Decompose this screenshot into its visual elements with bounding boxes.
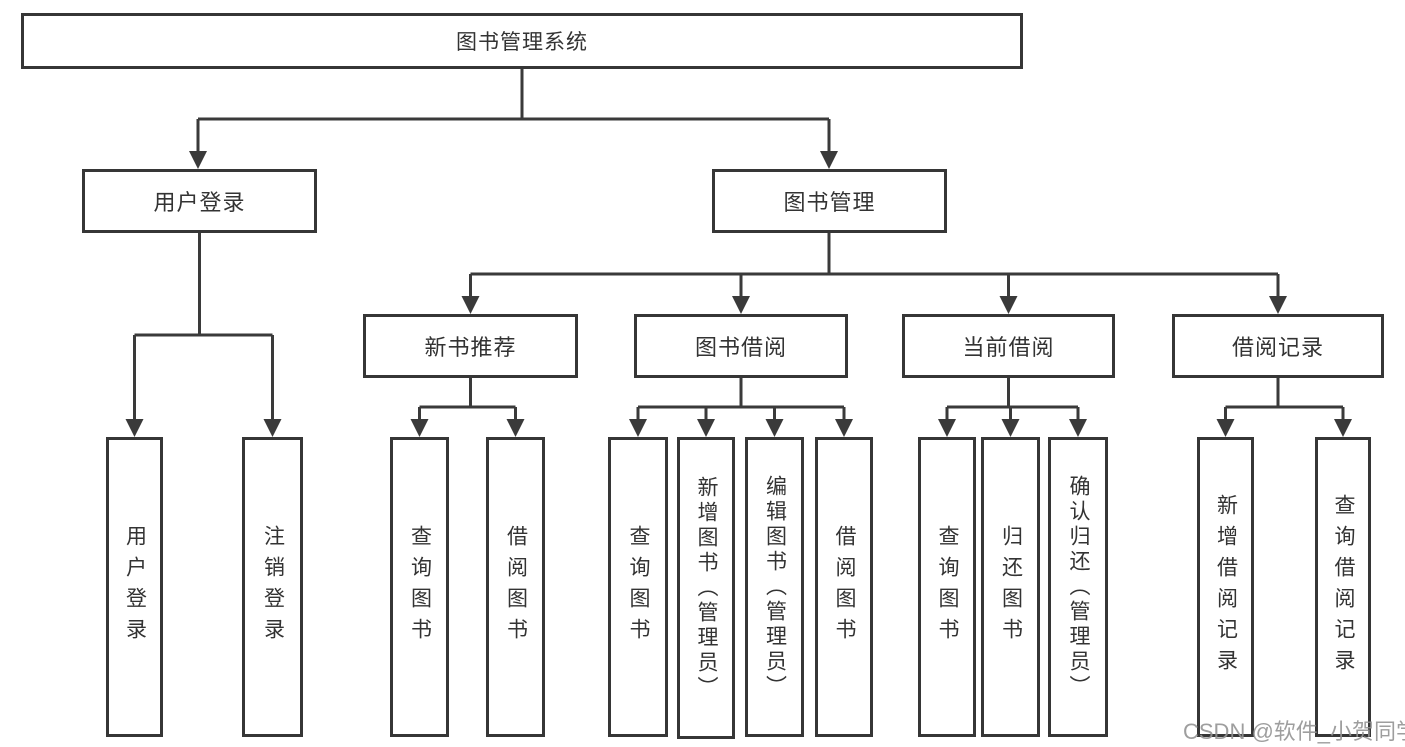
leaf-confirm-return-admin: 确认归还（管理员） <box>1048 437 1108 737</box>
csdn-watermark: CSDN @软件_小贺同学 <box>1183 719 1405 744</box>
leaf-user-login: 用户登录 <box>106 437 163 737</box>
node-borrowing-records: 借阅记录 <box>1172 314 1384 378</box>
connector-newbook-to-leaves <box>418 378 517 425</box>
node-book-management: 图书管理 <box>712 169 947 233</box>
node-user-login: 用户登录 <box>82 169 317 233</box>
node-current-borrowing: 当前借阅 <box>902 314 1115 378</box>
node-book-borrowing: 图书借阅 <box>634 314 848 378</box>
leaf-query-books: 查询图书 <box>608 437 668 737</box>
connector-records-to-leaves <box>1224 378 1345 425</box>
leaf-add-books-admin: 新增图书（管理员） <box>677 437 735 739</box>
connector-bookmgmt-to-level2 <box>469 233 1280 302</box>
node-library-management-system: 图书管理系统 <box>21 13 1023 69</box>
leaf-borrow-books: 借阅图书 <box>486 437 545 737</box>
connector-root-to-level1 <box>196 69 831 157</box>
leaf-edit-books-admin: 编辑图书（管理员） <box>745 437 804 737</box>
leaf-add-borrow-record: 新增借阅记录 <box>1197 437 1254 737</box>
arrowheads <box>125 151 1352 437</box>
connector-current-to-leaves <box>945 378 1080 425</box>
leaf-query-borrow-record: 查询借阅记录 <box>1315 437 1371 737</box>
leaf-borrow-books: 借阅图书 <box>815 437 873 737</box>
leaf-return-books: 归还图书 <box>981 437 1040 737</box>
leaf-logout: 注销登录 <box>242 437 303 737</box>
leaf-query-books: 查询图书 <box>390 437 449 737</box>
node-new-book-recommend: 新书推荐 <box>363 314 578 378</box>
connector-borrow-to-leaves <box>636 378 846 425</box>
leaf-query-books: 查询图书 <box>918 437 976 737</box>
connector-login-to-leaves <box>133 233 274 425</box>
